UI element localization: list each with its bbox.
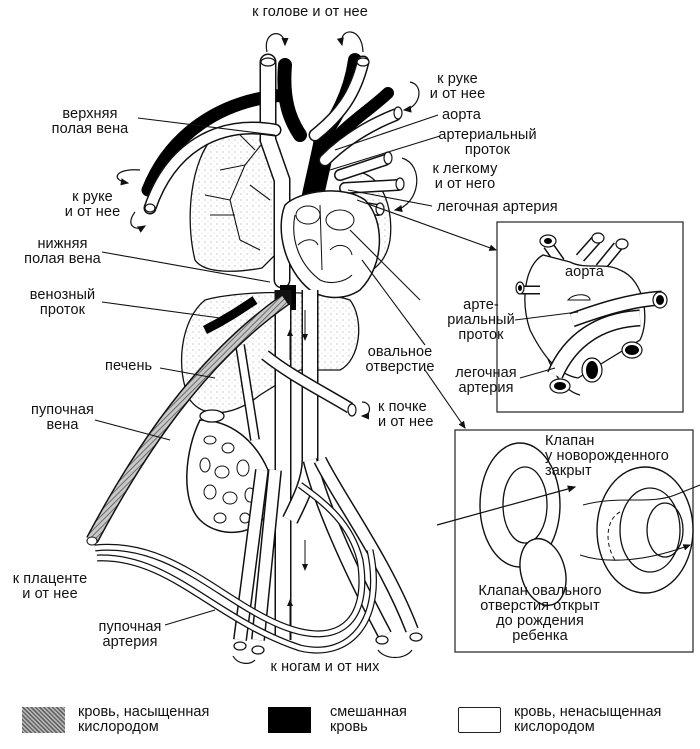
- label-inferior-vena-cava: нижняя полая вена: [24, 236, 101, 267]
- label-aorta: аорта: [442, 107, 481, 123]
- label-foramen-ovale: овальное отверстие: [365, 344, 435, 375]
- vessel-openings: [144, 57, 405, 216]
- label-ductus-arteriosus: артериальный проток: [438, 127, 537, 158]
- leg-vessel-openings: [233, 403, 423, 655]
- legend-item-oxygenated: кровь, насыщенная кислородом: [22, 700, 252, 740]
- label-pulmonary-artery: легочная артерия: [437, 199, 558, 215]
- inset-heart: [496, 221, 684, 413]
- umbilical-vein: [86, 294, 289, 546]
- label-head: к голове и от нее: [252, 4, 368, 20]
- label-superior-vena-cava: верхняя полая вена: [51, 106, 129, 137]
- label-kidney: к почке и от нее: [378, 399, 434, 430]
- legend-swatch-hatched: [22, 707, 65, 733]
- flow-arrows: [287, 310, 308, 640]
- legend-item-deoxygenated: кровь, ненасыщенная кислородом: [458, 700, 698, 740]
- legend-label: кровь, ненасыщенная кислородом: [514, 704, 662, 735]
- label-ductus-venosus: венозный проток: [29, 287, 96, 318]
- label-umbilical-artery: пупочная артерия: [98, 619, 162, 650]
- label-arm-left: к руке и от нее: [64, 189, 121, 220]
- legend-swatch-solid: [268, 707, 311, 733]
- label-legs: к ногам и от них: [270, 659, 380, 675]
- legend-item-mixed: смешанная кровь: [268, 700, 448, 740]
- inset-label-ductus-arteriosus: арте- риальный проток: [447, 297, 515, 343]
- circulation-loop-arrows: [116, 31, 420, 664]
- umbilical-arteries: [94, 482, 377, 654]
- label-liver: печень: [105, 358, 153, 374]
- legend-label: смешанная кровь: [330, 704, 407, 735]
- heart: [280, 190, 381, 299]
- legend: кровь, насыщенная кислородом смешанная к…: [0, 700, 700, 740]
- legend-label: кровь, насыщенная кислородом: [78, 704, 210, 735]
- leader-lines: [94, 114, 498, 626]
- inset-label-aorta: аорта: [565, 264, 604, 280]
- legend-swatch-outline: [458, 707, 501, 733]
- label-umbilical-vein: пупочная вена: [31, 402, 94, 433]
- label-to-lung: к легкому и от него: [432, 161, 498, 192]
- inset-label-valve-closed: Клапан у новорожденного закрыт: [545, 433, 669, 479]
- label-arm-right: к руке и от нее: [429, 71, 486, 102]
- inset-label-valve-open: Клапан овального отверстия открыт до рож…: [478, 583, 602, 644]
- inset-label-pulmonary-artery: легочная артерия: [455, 365, 517, 396]
- intestine-network: [186, 409, 269, 534]
- inset-valve: [436, 429, 700, 653]
- label-placenta: к плаценте и от нее: [12, 571, 88, 602]
